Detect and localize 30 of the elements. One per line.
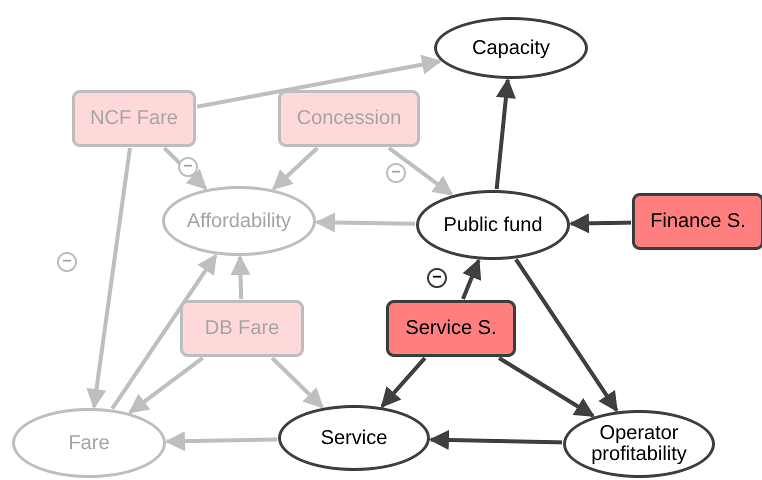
variable-box: DB Fare: [180, 300, 304, 357]
variable-box: Finance S.: [632, 193, 762, 250]
arrow: [498, 356, 595, 418]
arrow: [196, 54, 442, 109]
arrow: [110, 254, 218, 410]
arrow: [230, 255, 250, 300]
polarity-sign: −: [427, 268, 447, 288]
variable-ellipse: Public fund: [416, 190, 570, 260]
arrow: [128, 356, 204, 414]
arrow: [568, 213, 632, 234]
arrow: [514, 258, 618, 412]
polarity-sign: −: [386, 163, 406, 183]
polarity-sign: −: [178, 157, 198, 177]
variable-box: Service S.: [386, 300, 516, 357]
variable-ellipse: Service: [278, 405, 430, 471]
arrow: [461, 258, 482, 300]
arrow: [388, 146, 454, 196]
arrow: [494, 78, 516, 190]
arrow: [428, 430, 562, 450]
variable-ellipse: Affordability: [162, 186, 316, 256]
arrow: [380, 356, 426, 408]
variable-box: Concession: [278, 90, 420, 147]
polarity-sign: −: [57, 252, 77, 272]
arrow: [164, 431, 278, 452]
arrow: [314, 212, 416, 232]
variable-box: NCF Fare: [72, 90, 196, 147]
variable-ellipse: Fare: [12, 408, 166, 478]
variable-ellipse: Operator profitability: [563, 410, 715, 478]
variable-ellipse: Capacity: [434, 17, 588, 79]
arrow: [86, 148, 132, 410]
